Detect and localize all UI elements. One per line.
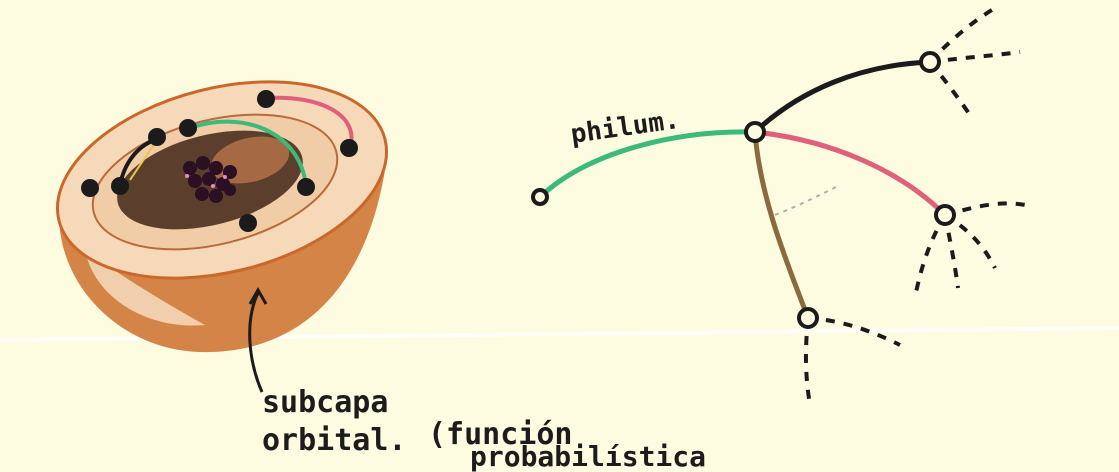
node-pink-end bbox=[936, 206, 954, 224]
label-probabilistica: probabilística bbox=[470, 440, 706, 472]
branch-brown bbox=[755, 132, 808, 318]
label-subcapa: subcapa bbox=[262, 385, 388, 420]
node-black-end bbox=[921, 53, 939, 71]
branch-pink bbox=[755, 132, 945, 215]
node-brown-end bbox=[799, 309, 817, 327]
branch-black bbox=[755, 62, 930, 132]
tree-nodes bbox=[533, 53, 954, 327]
label-philum: philum. bbox=[569, 105, 682, 150]
branch-faint-dotted bbox=[775, 185, 840, 215]
dotted-subbranches bbox=[806, 8, 1030, 405]
node-root bbox=[533, 190, 547, 204]
phylum-tree-diagram bbox=[533, 8, 1030, 405]
label-orbital: orbital. bbox=[262, 423, 407, 458]
node-branch-point bbox=[746, 123, 764, 141]
